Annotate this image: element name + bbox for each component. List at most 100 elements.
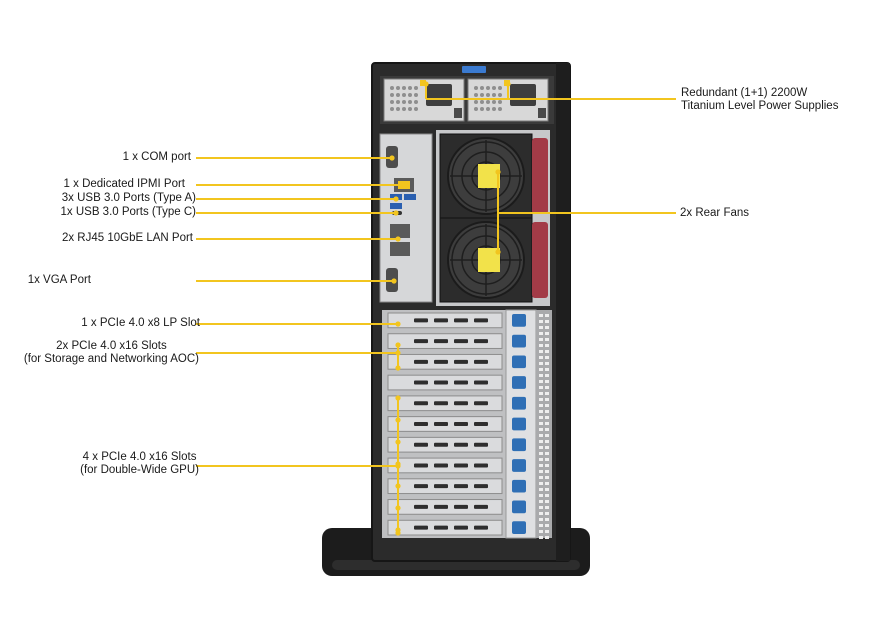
vent-hole (545, 428, 549, 431)
vent-hole (539, 476, 543, 479)
pcie-slot-vent (414, 484, 428, 489)
vent-hole (545, 440, 549, 443)
vent-hole (539, 464, 543, 467)
vent-hole (545, 320, 549, 323)
vent-hole (539, 446, 543, 449)
pcie-slot-vent (474, 401, 488, 406)
vent-hole (539, 458, 543, 461)
psu-vent-hole (492, 107, 496, 111)
psu-vent-hole (414, 107, 418, 111)
pcie-slot-vent (454, 339, 468, 344)
pcie-slot-vent (414, 318, 428, 323)
psu-vent-hole (474, 107, 478, 111)
leader-dot (423, 81, 429, 87)
vent-hole (539, 320, 543, 323)
vent-hole (545, 416, 549, 419)
usb-a-connector (404, 194, 416, 200)
psu-vent-hole (408, 86, 412, 90)
vent-hole (539, 428, 543, 431)
callout-label-vga-port: 1x VGA Port (28, 274, 91, 287)
callout-label-usb-c: 1x USB 3.0 Ports (Type C) (61, 206, 197, 219)
pcie-slot-vent (414, 504, 428, 509)
vent-hole (545, 530, 549, 533)
pcie-slot-vent (434, 525, 448, 530)
callout-label-x16-storage: 2x PCIe 4.0 x16 Slots(for Storage and Ne… (24, 340, 199, 366)
vent-hole (545, 446, 549, 449)
psu-vent-hole (498, 86, 502, 90)
leader-dot (395, 417, 401, 423)
vent-hole (545, 380, 549, 383)
pcie-slot-latch (512, 314, 526, 327)
pcie-slot-vent (454, 359, 468, 364)
leader-dot (395, 527, 401, 533)
leader-dot (399, 182, 405, 188)
pcie-slot-vent (414, 401, 428, 406)
pcie-slot-vent (434, 339, 448, 344)
vent-hole (545, 326, 549, 329)
vent-hole (539, 380, 543, 383)
vent-hole (545, 404, 549, 407)
callout-label-line: 1 x PCIe 4.0 x8 LP Slot (81, 317, 200, 329)
pcie-slot-vent (434, 484, 448, 489)
pcie-slot-latch (512, 334, 526, 348)
psu-vent-hole (396, 93, 400, 97)
vent-hole (539, 392, 543, 395)
psu-vent-hole (492, 93, 496, 97)
pcie-slot-vent (454, 318, 468, 323)
pcie-slot-vent (434, 463, 448, 468)
leader-dot (395, 365, 401, 371)
callout-label-line: 2x RJ45 10GbE LAN Port (61, 232, 193, 244)
leader-dot (395, 505, 401, 511)
vent-hole (545, 512, 549, 515)
pcie-slot-vent (454, 380, 468, 385)
psu-vent-hole (486, 93, 490, 97)
fan-label-sticker (478, 164, 500, 188)
pcie-slot-latch (512, 376, 526, 389)
vent-hole (545, 350, 549, 353)
psu-vent-hole (402, 100, 406, 104)
leader-dot (495, 249, 501, 255)
vent-hole (545, 422, 549, 425)
pcie-slot-vent (414, 339, 428, 344)
leader-dot (395, 439, 401, 445)
pcie-slot-latch (512, 438, 526, 452)
psu-handle (538, 108, 546, 118)
pcie-slot-latch (512, 396, 526, 410)
callout-label-line: 1x USB 3.0 Ports (Type C) (60, 206, 197, 218)
psu-vent-hole (402, 93, 406, 97)
psu-vent-hole (390, 86, 394, 90)
vent-hole (545, 356, 549, 359)
psu-vent-hole (396, 100, 400, 104)
vent-hole (539, 494, 543, 497)
psu-vent-hole (480, 107, 484, 111)
callout-label-ipmi-port: 1 x Dedicated IPMI Port (64, 178, 185, 191)
psu-vent-hole (474, 100, 478, 104)
callout-label-line: (for Double-Wide GPU) (80, 464, 199, 476)
vent-hole (539, 314, 543, 317)
pcie-slot-vent (474, 504, 488, 509)
lan-port-connector (390, 242, 410, 256)
psu-vent-hole (396, 86, 400, 90)
pcie-slot-vent (474, 359, 488, 364)
vent-hole (539, 356, 543, 359)
psu-vent-hole (402, 86, 406, 90)
vent-hole (539, 524, 543, 527)
psu-vent-hole (486, 86, 490, 90)
pcie-slot-vent (414, 442, 428, 447)
pcie-slot-vent (474, 380, 488, 385)
pcie-slot-vent (474, 422, 488, 426)
pcie-slot-vent (414, 525, 428, 530)
chassis-right-edge (556, 63, 570, 561)
callout-label-line: 2x PCIe 4.0 x16 Slots (56, 340, 167, 352)
vent-hole (539, 326, 543, 329)
leader-dot (389, 155, 395, 161)
psu-vent-hole (480, 93, 484, 97)
vent-hole (539, 470, 543, 473)
vent-hole (539, 386, 543, 389)
leader-dot (393, 210, 399, 216)
psu-vent-hole (474, 86, 478, 90)
vent-hole (539, 416, 543, 419)
leader-dot (495, 169, 501, 175)
chassis-top-tag (462, 66, 486, 73)
vent-hole (545, 410, 549, 413)
